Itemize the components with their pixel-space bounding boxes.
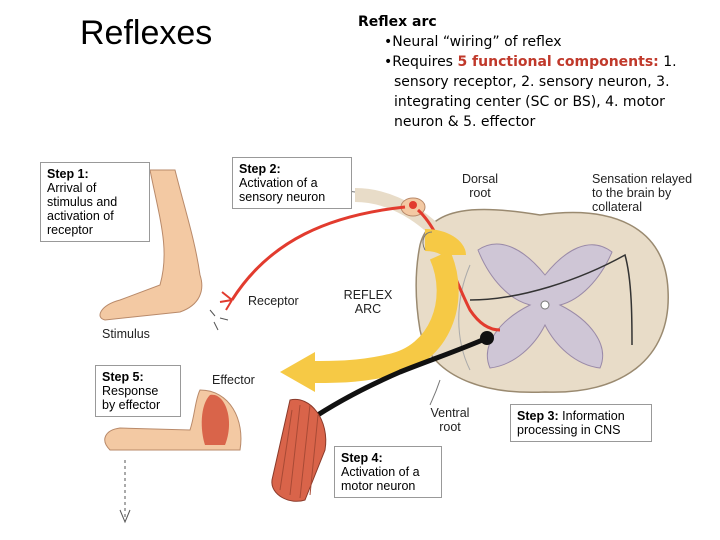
arm-lower-illustration <box>104 389 242 524</box>
bullet-components: •Requires 5 functional components: 1. se… <box>358 52 698 132</box>
step4-box: Step 4: Activation of a motor neuron <box>334 446 442 498</box>
label-ventral-root: Ventral root <box>430 406 470 434</box>
section-heading: Reflex arc <box>358 14 437 30</box>
step5-box: Step 5: Response by effector <box>95 365 181 417</box>
step1-text: Arrival of stimulus and activation of re… <box>47 181 118 237</box>
bullet-components-rest: 1. sensory receptor, 2. sensory neuron, … <box>394 54 677 130</box>
step5-text: Response by effector <box>102 384 161 412</box>
step4-title: Step 4: <box>341 451 383 465</box>
label-dorsal-root: Dorsal root <box>461 172 499 200</box>
dorsal-root-ganglion <box>354 188 445 241</box>
step1-title: Step 1: <box>47 167 89 181</box>
step5-title: Step 5: <box>102 370 144 384</box>
step3-text: Information processing in CNS <box>517 409 625 437</box>
reflex-arc-arrow <box>280 229 466 392</box>
collateral-pathway <box>469 253 633 346</box>
muscle-bundle <box>271 398 327 502</box>
step2-title: Step 2: <box>239 162 281 176</box>
arm-upper-illustration <box>99 169 229 331</box>
label-receptor: Receptor <box>248 294 299 308</box>
slide-title: Reflexes <box>80 14 213 52</box>
step2-text: Activation of a sensory neuron <box>239 176 326 204</box>
step1-box: Step 1: Arrival of stimulus and activati… <box>40 162 150 242</box>
sensory-neuron <box>219 205 501 332</box>
step4-text: Activation of a motor neuron <box>341 465 420 493</box>
bullet-components-prefix: •Requires <box>384 54 458 70</box>
label-stimulus: Stimulus <box>102 327 150 341</box>
label-effector: Effector <box>212 373 255 387</box>
bullet-list: Reflex arc •Neural “wiring” of reflex •R… <box>358 12 698 132</box>
label-reflex-arc: REFLEX ARC <box>343 288 393 316</box>
spinal-cord <box>415 208 669 394</box>
label-sensation: Sensation relayed to the brain by collat… <box>592 172 693 214</box>
step3-title: Step 3: <box>517 409 559 423</box>
bullet-wiring: •Neural “wiring” of reflex <box>384 34 562 50</box>
leader-ventral <box>429 379 441 406</box>
step3-box: Step 3: Information processing in CNS <box>510 404 652 442</box>
step2-box: Step 2: Activation of a sensory neuron <box>232 157 352 209</box>
leader-dorsal <box>422 231 433 251</box>
bullet-components-highlight: 5 functional components: <box>457 54 659 70</box>
